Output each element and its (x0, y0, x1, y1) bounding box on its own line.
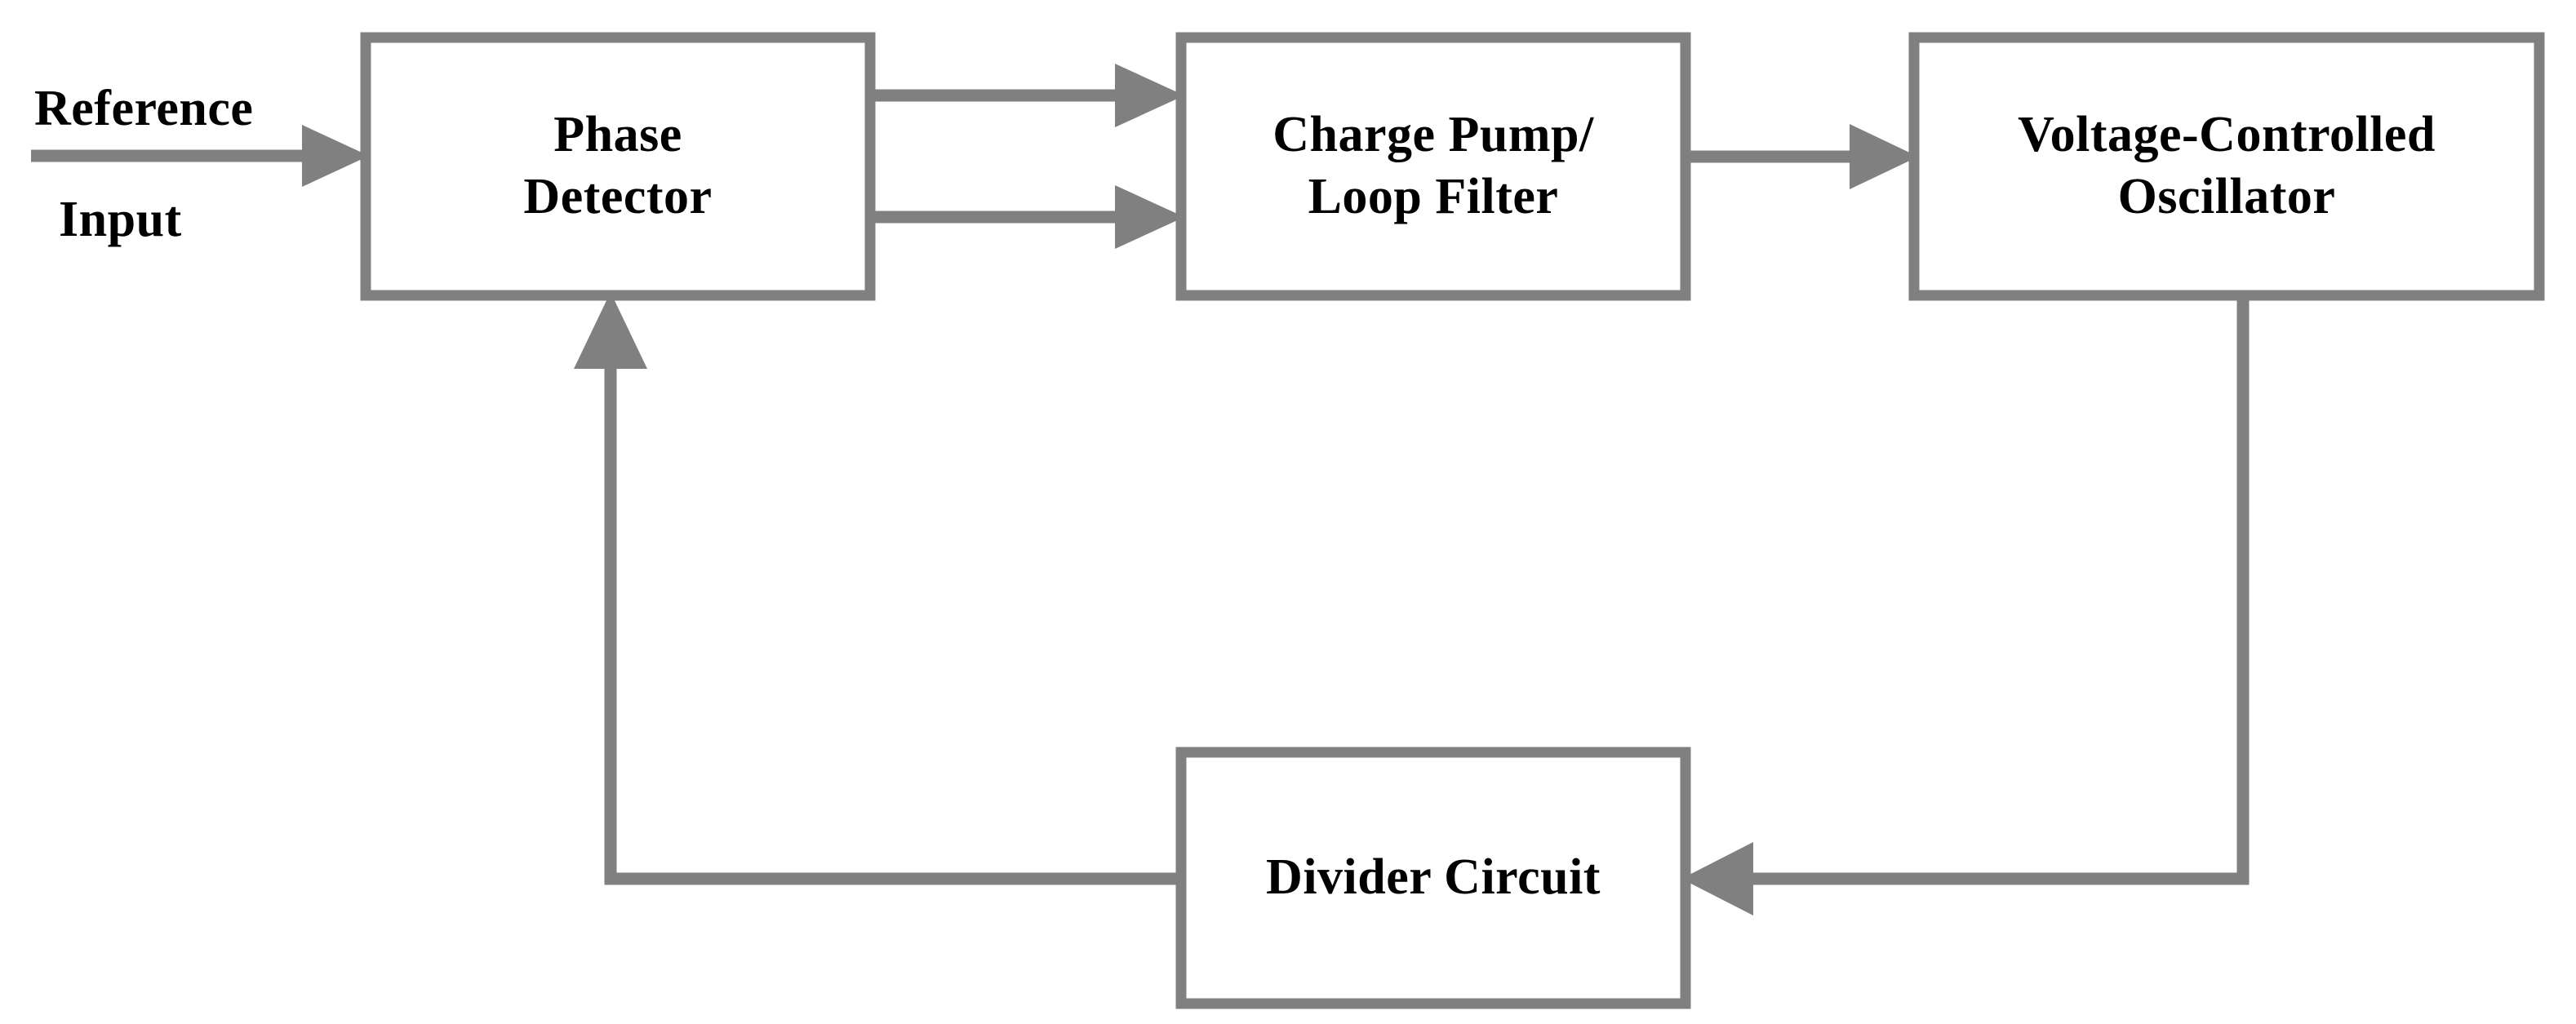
block-phase-detector[interactable] (360, 32, 876, 301)
connector-phase-detector-to-charge-pump-upper (865, 64, 1184, 127)
connector-divider-to-phase-detector (574, 292, 1179, 885)
block-charge-pump-loop-filter[interactable] (1175, 32, 1691, 301)
connector-vco-to-divider (1681, 294, 2250, 915)
connector-phase-detector-to-charge-pump-lower (865, 185, 1184, 249)
block-divider-circuit[interactable] (1175, 747, 1691, 1009)
block-voltage-controlled-oscillator[interactable] (1908, 32, 2545, 301)
connector-reference-input-to-phase-detector (31, 125, 369, 187)
connector-charge-pump-to-vco (1681, 124, 1918, 189)
